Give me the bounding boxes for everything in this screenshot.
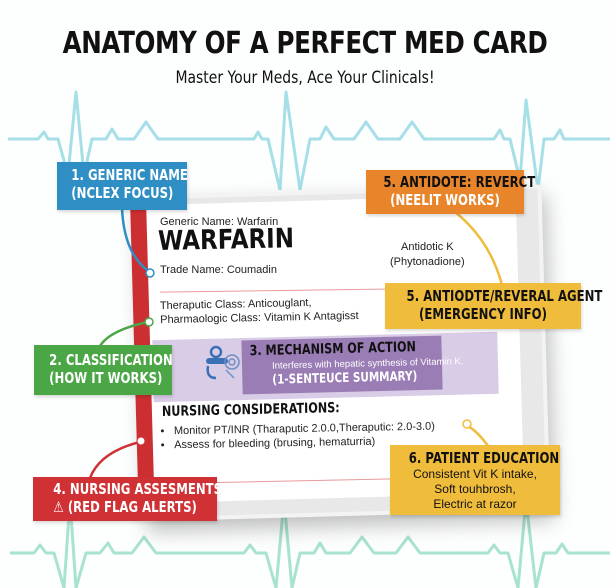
callout-education-title: 6. PATIENT EDUCATION xyxy=(408,449,560,467)
callout-patient-education: 6. PATIENT EDUCATION Consistent Vit K in… xyxy=(390,445,560,515)
page-title: ANATOMY OF A PERFECT MED CARD xyxy=(62,26,548,61)
callout-nursing-assessments: 4. NURSING ASSESMENTS ⚠ (RED FLAG ALERTS… xyxy=(33,477,223,521)
callout-nursing-line1: 4. NURSING ASSESMENTS xyxy=(53,480,223,498)
callout-classification-line2: (HOW IT WORKS) xyxy=(49,369,163,387)
callout-education-line: Consistent Vit K intake, xyxy=(413,467,537,481)
mechanism-subtitle: (1-SENTEUCE SUMMARY) xyxy=(272,369,418,388)
mechanism-of-action-box: 3. MECHANISM OF ACTION Interferes with h… xyxy=(241,335,464,395)
generic-name-line: Generic Name: Warfarin xyxy=(160,216,279,228)
antidote-line-2: (Phytonadione) xyxy=(390,256,465,268)
warning-icon: ⚠ xyxy=(53,498,64,516)
callout-antidote-orange-line2: (NEELIT WORKS) xyxy=(390,191,500,209)
callout-education-line: Soft touhbrosh, xyxy=(434,482,516,496)
callout-antidote-yellow-line1: 5. ANTIODTE/REVERAL AGENT xyxy=(406,287,603,305)
drug-name: WARFARIN xyxy=(157,223,295,257)
callout-classification-line1: 2. CLASSIFICATION xyxy=(49,351,173,369)
callout-education-line: Electric at razor xyxy=(433,497,517,511)
callout-antidote-orange: 5. ANTIDOTE: REVERCT (NEELIT WORKS) xyxy=(366,170,536,214)
callout-nursing-line2: (RED FLAG ALERTS) xyxy=(67,498,197,516)
callout-classification: 2. CLASSIFICATION (HOW IT WORKS) xyxy=(34,345,173,395)
antidote-line-1: Antidotic K xyxy=(401,241,454,253)
callout-antidote-yellow: 5. ANTIODTE/REVERAL AGENT (EMERGENCY INF… xyxy=(385,283,603,329)
callout-nursing-line2-wrap: ⚠ (RED FLAG ALERTS) xyxy=(53,498,197,516)
callout-generic-line2: (NCLEX FOCUS) xyxy=(71,184,174,202)
trade-name-line: Trade Name: Coumadin xyxy=(160,264,277,276)
drug-classes: Theraputic Class: Anticouglant, Pharmaol… xyxy=(160,295,359,327)
leader-nursing xyxy=(88,440,141,479)
mechanism-description: Interferes with hepatic synthesis of Vit… xyxy=(271,356,464,372)
callout-antidote-orange-line1: 5. ANTIDOTE: REVERCT xyxy=(383,173,536,191)
page-subtitle: Master Your Meds, Ace Your Clinicals! xyxy=(175,68,435,88)
callout-generic-line1: 1. GENERIC NAME xyxy=(71,166,188,184)
pill-molecule-icon xyxy=(206,345,240,380)
callout-antidote-yellow-line2: (EMERGENCY INFO) xyxy=(419,305,547,323)
mechanism-title: 3. MECHANISM OF ACTION xyxy=(249,339,417,360)
callout-generic-name: 1. GENERIC NAME (NCLEX FOCUS) xyxy=(57,162,188,210)
antidote-info: Antidotic K (Phytonadione) xyxy=(390,240,465,270)
